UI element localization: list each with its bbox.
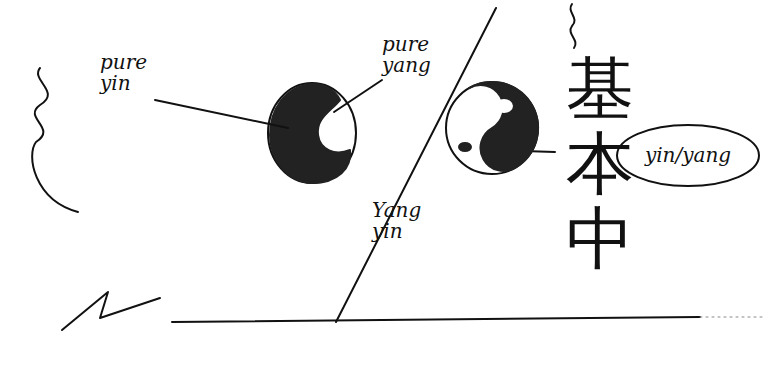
note-label: Yang yin: [372, 200, 430, 242]
note-label: pure yang: [382, 34, 444, 76]
base-line: [700, 317, 764, 318]
yin-yang-dot: [496, 100, 512, 112]
base-line: [172, 317, 700, 322]
node-text: yin/yang: [645, 143, 731, 167]
divider-line: [336, 8, 496, 322]
leader-line: [334, 80, 382, 112]
pure-yin-fill: [270, 84, 350, 183]
ellipse-outline: [617, 125, 759, 186]
pure-yin-circle: [268, 83, 356, 183]
note-label: pure yin: [100, 52, 158, 94]
ellipse-node: yin/yang: [615, 123, 761, 188]
leader-line: [155, 100, 288, 128]
squiggle-stroke: [32, 68, 78, 212]
squiggle-stroke: [62, 292, 160, 330]
yin-yang-dark: [449, 65, 555, 179]
vertical-chinese-text: 基本中: [566, 52, 634, 276]
yin-yang-dot: [459, 143, 471, 151]
squiggle-stroke: [570, 4, 575, 48]
